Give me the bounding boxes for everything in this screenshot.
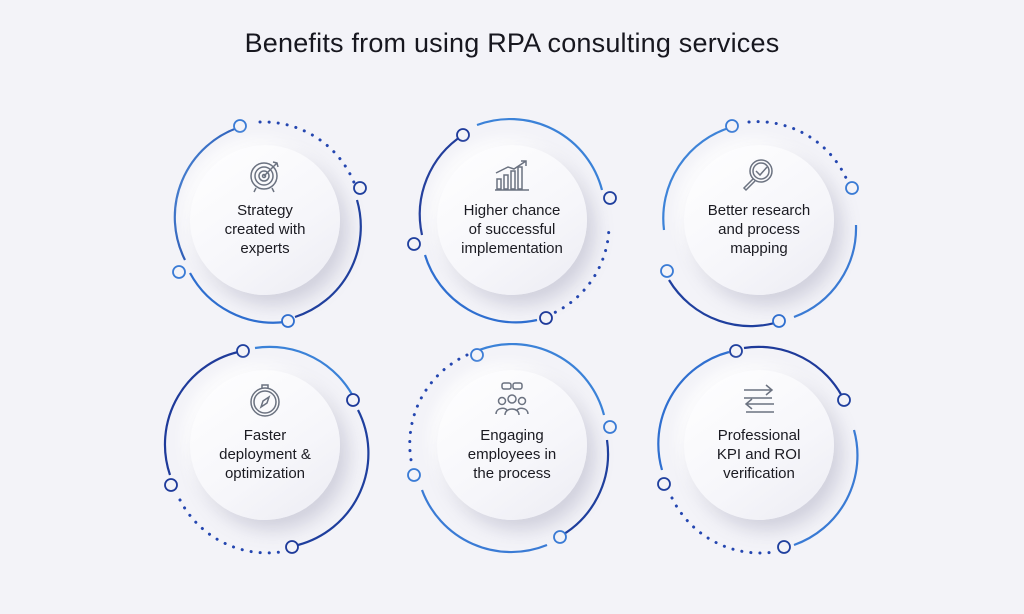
decorative-ring bbox=[407, 342, 617, 554]
benefit-label: Faster deployment & optimization bbox=[190, 426, 340, 483]
benefit-disc bbox=[437, 145, 587, 295]
benefit-disc bbox=[190, 145, 340, 295]
label-line: the process bbox=[473, 465, 551, 482]
benefit-card-implementation: Higher chance of successful implementati… bbox=[397, 105, 627, 335]
label-line: employees in bbox=[467, 446, 557, 463]
decorative-ring bbox=[660, 119, 859, 328]
label-line: of successful bbox=[468, 221, 556, 238]
label-line: deployment & bbox=[219, 446, 311, 463]
decorative-ring bbox=[163, 344, 370, 555]
label-line: optimization bbox=[224, 465, 306, 482]
benefit-label: Professional KPI and ROI verification bbox=[684, 426, 834, 483]
label-line: verification bbox=[723, 465, 795, 482]
benefit-disc bbox=[684, 370, 834, 520]
benefit-disc bbox=[684, 145, 834, 295]
benefit-card-verification: Professional KPI and ROI verification bbox=[644, 330, 874, 560]
exchange-arrows-icon bbox=[741, 382, 777, 418]
benefit-card-research: Better research and process mapping bbox=[644, 105, 874, 335]
label-line: Higher chance bbox=[463, 202, 561, 219]
benefit-card-deployment: Faster deployment & optimization bbox=[150, 330, 380, 560]
decorative-ring bbox=[407, 117, 617, 325]
label-line: KPI and ROI bbox=[716, 446, 802, 463]
label-line: Professional bbox=[717, 427, 801, 444]
label-line: created with bbox=[224, 221, 306, 238]
benefit-card-engagement: Engaging employees in the process bbox=[397, 330, 627, 560]
target-icon bbox=[247, 157, 283, 193]
page-title: Benefits from using RPA consulting servi… bbox=[244, 28, 780, 58]
growth-chart-icon bbox=[494, 157, 530, 193]
benefit-label: Higher chance of successful implementati… bbox=[437, 201, 587, 258]
magnifier-check-icon bbox=[741, 157, 777, 193]
benefit-disc bbox=[190, 370, 340, 520]
label-line: experts bbox=[240, 240, 290, 257]
label-line: Better research bbox=[707, 202, 811, 219]
benefit-label: Engaging employees in the process bbox=[437, 426, 587, 483]
label-line: Engaging bbox=[480, 427, 544, 444]
decorative-ring bbox=[657, 344, 859, 555]
label-line: Faster bbox=[243, 427, 287, 444]
label-line: Strategy bbox=[237, 202, 293, 219]
benefit-label: Better research and process mapping bbox=[684, 201, 834, 258]
label-line: implementation bbox=[461, 240, 563, 257]
decorative-ring bbox=[172, 119, 367, 328]
benefit-card-strategy: Strategy created with experts bbox=[150, 105, 380, 335]
benefit-label: Strategy created with experts bbox=[190, 201, 340, 258]
label-line: mapping bbox=[730, 240, 788, 257]
label-line: and process bbox=[718, 221, 800, 238]
compass-icon bbox=[247, 382, 283, 418]
team-chat-icon bbox=[494, 382, 530, 418]
